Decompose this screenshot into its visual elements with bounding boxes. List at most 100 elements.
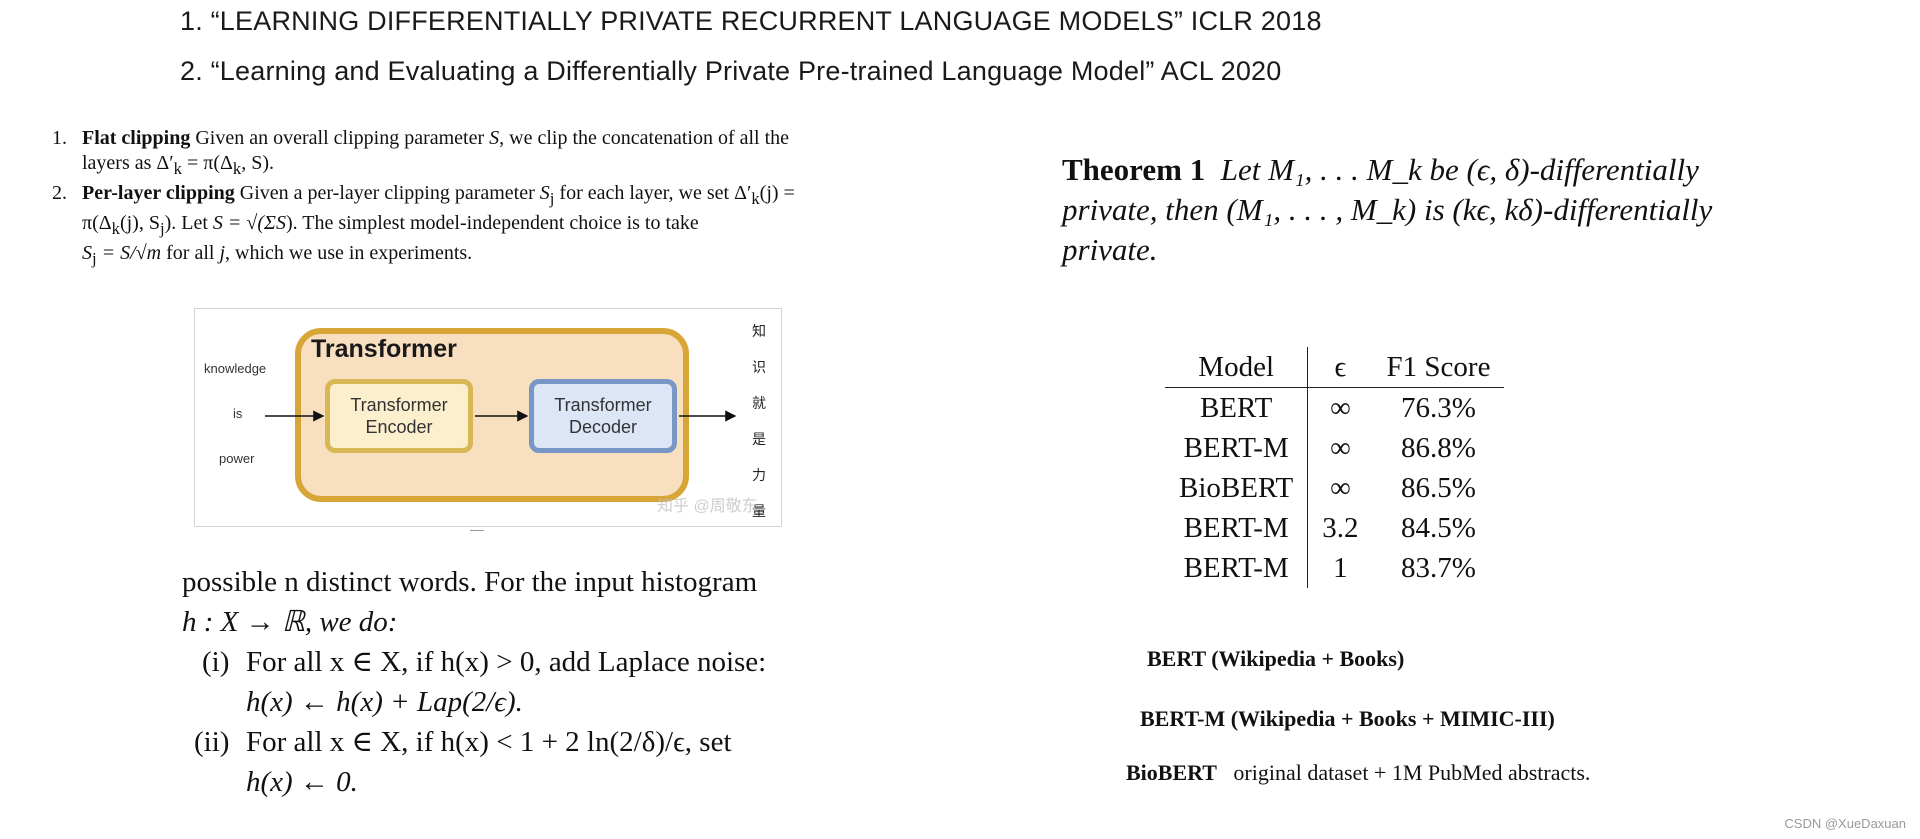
step-ii: (ii) For all x ∈ X, if h(x) < 1 + 2 ln(2… [182, 722, 842, 762]
item-text: layers as Δ′ [82, 152, 174, 174]
clipping-definitions: 1. Flat clipping Given an overall clippi… [52, 126, 904, 271]
item-text: ). The simplest model-independent choice… [285, 212, 699, 234]
table-cell: ∞ [1330, 432, 1351, 464]
math-symbol: S [489, 127, 500, 149]
table-cell: 76.3% [1401, 392, 1476, 424]
output-char: 识 [752, 359, 766, 375]
table-row: BERT-M ∞ 86.8% [1165, 428, 1504, 468]
table-cell: BERT-M [1165, 428, 1309, 468]
divider [470, 530, 484, 531]
step-text: For all x ∈ X, if h(x) > 0, add Laplace … [246, 646, 767, 678]
item-text: , we clip the concatenation of all the [499, 127, 790, 149]
table-cell: BERT [1165, 387, 1309, 428]
item-text: Given a per-layer clipping parameter [239, 182, 535, 204]
column-header: F1 Score [1386, 350, 1491, 383]
theorem-heading: Theorem 1 [1062, 152, 1206, 187]
math-symbol: S [539, 182, 550, 204]
theorem-line: private, then (M₁, . . . , M_k) is (kϵ, … [1062, 190, 1782, 230]
footer-watermark: CSDN @XueDaxuan [1784, 816, 1906, 831]
output-char: 力 [752, 467, 766, 483]
encoder-label: Transformer [350, 395, 448, 415]
intro-line: h : X → ℝ, we do: [182, 606, 398, 638]
per-layer-clipping-item: 2. Per-layer clipping Given a per-layer … [52, 181, 904, 271]
encoder-label: Encoder [365, 417, 433, 437]
math-subscript: j [159, 219, 165, 238]
math-subscript: k [751, 189, 760, 208]
flat-clipping-item: 1. Flat clipping Given an overall clippi… [52, 126, 904, 181]
laplace-mechanism: possible n distinct words. For the input… [182, 562, 842, 802]
item-title: Per-layer clipping [82, 182, 235, 204]
item-text: π(Δ [82, 212, 112, 234]
theorem-text: private, then (M₁, . . . , M_k) is (kϵ, … [1062, 192, 1713, 227]
table-cell: 1 [1333, 552, 1348, 584]
theorem-text: Let M₁, . . . M_k be (ϵ, δ)-differential… [1220, 152, 1699, 187]
table-row: BERT-M 1 83.7% [1165, 548, 1504, 588]
item-text: ). Let [164, 212, 208, 234]
dataset-description: original dataset + 1M PubMed abstracts. [1233, 760, 1591, 785]
item-text: for all [161, 242, 220, 264]
dataset-bert: BERT (Wikipedia + Books) [1147, 646, 1404, 672]
item-text: (j), S [119, 212, 160, 234]
item-text: (j) = [759, 182, 795, 204]
step-i: (i) For all x ∈ X, if h(x) > 0, add Lapl… [182, 642, 842, 682]
step-label: (i) [202, 646, 230, 678]
table-cell: BERT-M [1165, 548, 1309, 588]
math-subscript: k [232, 159, 242, 178]
column-header: ϵ [1334, 350, 1347, 383]
transformer-diagram: knowledge is power Transformer Transform… [194, 308, 782, 527]
decoder-box: Transformer Decoder [529, 379, 677, 453]
reference-item: 1. “LEARNING DIFFERENTIALLY PRIVATE RECU… [180, 6, 1322, 36]
math-symbol: j [219, 242, 225, 264]
output-char: 就 [752, 395, 766, 411]
table-cell: BioBERT [1165, 468, 1309, 508]
item-text: Given an overall clipping parameter [195, 127, 485, 149]
item-number: 1. [52, 127, 67, 149]
theorem-text: private. [1062, 232, 1158, 267]
theorem: Theorem 1 Let M₁, . . . M_k be (ϵ, δ)-di… [1062, 150, 1782, 270]
watermark: 知乎 @周敬东 [657, 498, 758, 515]
math-subscript: j [92, 249, 97, 268]
step-label: (ii) [194, 726, 230, 758]
table-cell: ∞ [1330, 392, 1351, 424]
table-row: BioBERT ∞ 86.5% [1165, 468, 1504, 508]
step-text: For all x ∈ X, if h(x) < 1 + 2 ln(2/δ)/ϵ… [246, 726, 732, 758]
item-text: for each layer, we set Δ′ [559, 182, 752, 204]
dataset-label: BERT-M (Wikipedia + Books + MIMIC-III) [1140, 706, 1555, 731]
item-text: , which we use in experiments. [225, 242, 473, 264]
theorem-line: Theorem 1 Let M₁, . . . M_k be (ϵ, δ)-di… [1062, 150, 1782, 190]
input-word: knowledge [204, 361, 267, 376]
dataset-label: BERT (Wikipedia + Books) [1147, 646, 1405, 671]
input-word: power [219, 451, 255, 466]
decoder-label: Transformer [554, 395, 652, 415]
reference-item: 2. “Learning and Evaluating a Differenti… [180, 56, 1282, 86]
math-subscript: j [549, 189, 555, 208]
reference-list: 1. “LEARNING DIFFERENTIALLY PRIVATE RECU… [180, 0, 1322, 100]
item-number: 2. [52, 182, 67, 204]
table-cell: 3.2 [1322, 512, 1359, 544]
table-header-row: Model ϵ F1 Score [1165, 347, 1505, 388]
input-word: is [233, 406, 243, 421]
table-cell: 83.7% [1401, 552, 1476, 584]
math-formula: = S/√m [96, 242, 162, 264]
item-text: = π(Δ [181, 152, 233, 174]
output-char: 是 [752, 431, 766, 447]
math-subscript: k [111, 219, 120, 238]
table-cell: ∞ [1330, 472, 1351, 504]
item-text: , S). [241, 152, 275, 174]
math-subscript: k [173, 159, 182, 178]
step-ii-formula: h(x) ← 0. [246, 766, 358, 798]
container-title: Transformer [311, 335, 457, 363]
dataset-biobert: BioBERT original dataset + 1M PubMed abs… [1126, 760, 1590, 786]
output-char: 量 [752, 503, 766, 519]
item-title: Flat clipping [82, 127, 191, 149]
table-row: BERT ∞ 76.3% [1165, 387, 1504, 428]
step-i-formula: h(x) ← h(x) + Lap(2/ϵ). [246, 686, 523, 718]
table-cell: BERT-M [1165, 508, 1309, 548]
math-formula: S = √(Σ [212, 212, 276, 234]
column-header: Model [1165, 347, 1309, 388]
math-symbol: S [82, 242, 92, 264]
diagram-arrows [265, 410, 737, 422]
results-table: Model ϵ F1 Score BERT ∞ 76.3% BERT-M ∞ 8… [1165, 347, 1505, 588]
decoder-label: Decoder [568, 417, 638, 437]
intro-line: possible n distinct words. For the input… [182, 566, 758, 598]
